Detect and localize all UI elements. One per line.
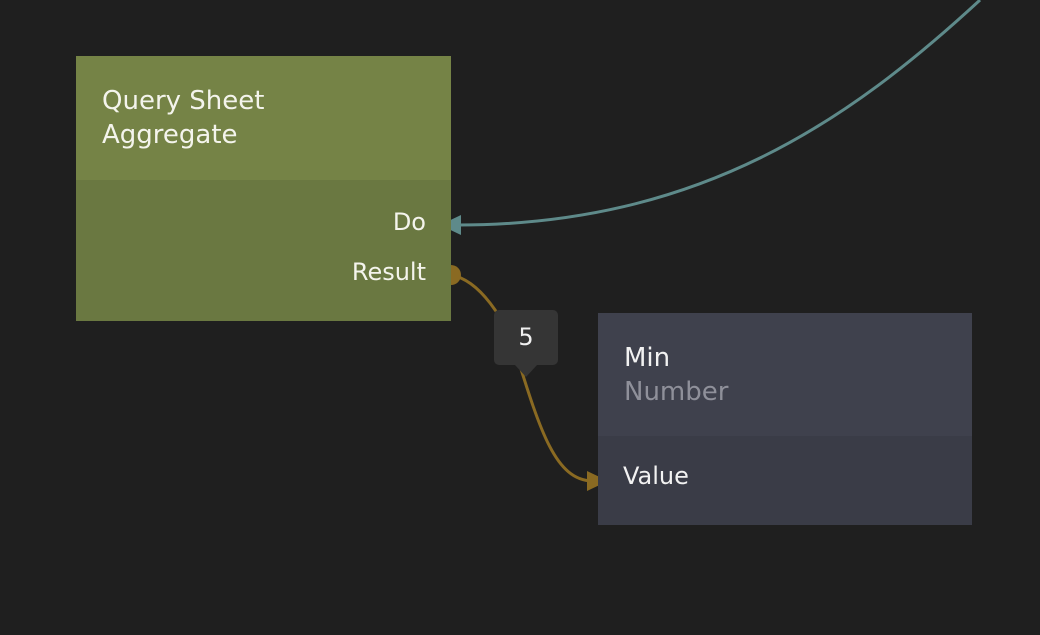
query-sheet-aggregate-node[interactable]: Query Sheet Aggregate Do Result	[76, 56, 451, 321]
node-title: Min	[624, 343, 671, 373]
min-number-node[interactable]: Min Number Value	[598, 313, 972, 525]
connection-value-tooltip: 5	[494, 310, 558, 377]
node-title: Aggregate	[102, 120, 238, 150]
node-header: Min Number	[598, 313, 972, 436]
node-header: Query Sheet Aggregate	[76, 56, 451, 180]
data-connection[interactable]	[450, 273, 593, 483]
arrow-head-icon	[587, 471, 608, 491]
signal-connection[interactable]	[457, 0, 982, 227]
output-port-do[interactable]: Do	[392, 208, 426, 236]
node-title: Query Sheet	[102, 86, 265, 116]
input-port-value[interactable]: Value	[623, 462, 689, 490]
output-port-result[interactable]: Result	[351, 258, 426, 286]
node-type: Number	[624, 377, 729, 407]
